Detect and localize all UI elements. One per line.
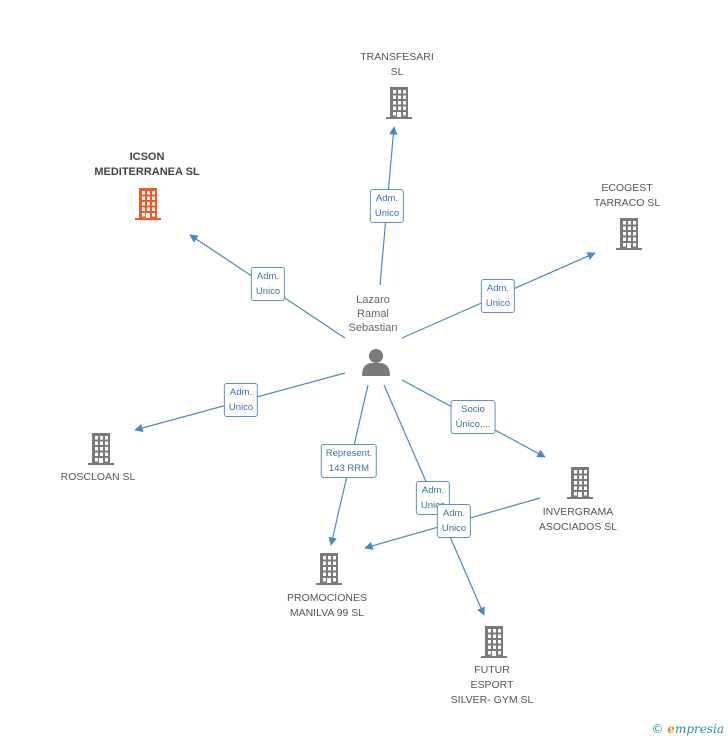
company-label-icson[interactable]: ICSON MEDITERRANEA SL bbox=[94, 150, 199, 180]
relation-label-line: Adm. bbox=[486, 283, 510, 294]
relation-label-line: Unico bbox=[374, 208, 400, 219]
relation-label-center-promociones[interactable]: Represent. 143 RRM bbox=[320, 444, 378, 478]
relation-label-line: Unico bbox=[441, 523, 467, 534]
company-label-ecogest[interactable]: ECOGEST TARRACO SL bbox=[594, 181, 660, 211]
person-name-line: Sebastian bbox=[348, 322, 398, 334]
copyright-symbol: © bbox=[651, 722, 664, 736]
company-name-line: ECOGEST bbox=[601, 182, 653, 194]
company-name-line: ROSCLOAN SL bbox=[60, 471, 136, 483]
company-name-line: SILVER- GYM SL bbox=[450, 694, 534, 706]
relation-label-center-transfesari[interactable]: Adm. Unico bbox=[369, 189, 405, 223]
company-name-line: PROMOCIONES bbox=[287, 592, 367, 604]
relation-label-line: Unico bbox=[485, 298, 511, 309]
company-label-invergrama[interactable]: INVERGRAMA ASOCIADOS SL bbox=[539, 505, 617, 535]
company-name-line: FUTUR bbox=[474, 664, 510, 676]
relation-label-line: Adm. bbox=[375, 193, 399, 204]
company-label-futur[interactable]: FUTUR ESPORT SILVER- GYM SL bbox=[451, 663, 534, 708]
company-name-line: TARRACO SL bbox=[593, 197, 661, 209]
company-name-line: MANILVA 99 SL bbox=[289, 607, 365, 619]
person-name-line: Lazaro bbox=[356, 294, 390, 306]
relation-label-line: Único,... bbox=[455, 419, 491, 430]
building-icon[interactable] bbox=[481, 626, 507, 658]
brand-footer[interactable]: © empresia bbox=[651, 722, 724, 736]
relation-label-center-icson[interactable]: Adm. Unico bbox=[250, 267, 286, 301]
building-icon[interactable] bbox=[135, 188, 161, 220]
relation-label-line: Unico bbox=[228, 402, 254, 413]
company-name-line: TRANSFESARI bbox=[360, 51, 434, 63]
building-icon[interactable] bbox=[386, 87, 412, 119]
company-name-line: ESPORT bbox=[470, 679, 514, 691]
relation-label-line: 143 RRM bbox=[328, 463, 370, 474]
company-label-promociones[interactable]: PROMOCIONES MANILVA 99 SL bbox=[287, 591, 367, 621]
company-name-line: ASOCIADOS SL bbox=[538, 521, 618, 533]
building-icon[interactable] bbox=[567, 467, 593, 499]
relation-label-center-roscloan[interactable]: Adm. Unico bbox=[223, 383, 259, 417]
relation-label-line: Unico bbox=[420, 500, 446, 511]
company-name-line: SL bbox=[390, 66, 404, 78]
node-icons bbox=[88, 87, 642, 658]
company-label-roscloan[interactable]: ROSCLOAN SL bbox=[61, 470, 136, 485]
relation-label-line: Socio bbox=[461, 404, 485, 415]
brand-logo-letter: e bbox=[667, 722, 675, 736]
relation-label-line: Adm. bbox=[256, 271, 280, 282]
relation-label-line: Adm. bbox=[229, 387, 253, 398]
relation-label-line: Adm. bbox=[421, 485, 445, 496]
building-icon[interactable] bbox=[316, 553, 342, 585]
relation-label-line: Represent. bbox=[325, 448, 373, 459]
company-name-line: INVERGRAMA bbox=[542, 506, 614, 518]
person-name-line: Ramal bbox=[357, 308, 389, 320]
relation-label-center-ecogest[interactable]: Adm. Unico bbox=[480, 279, 516, 313]
person-icon[interactable] bbox=[362, 349, 390, 376]
relation-label-line: Unico bbox=[255, 286, 281, 297]
company-name-line: ICSON bbox=[129, 151, 165, 163]
brand-name: mpresia bbox=[674, 722, 724, 736]
company-label-transfesari[interactable]: TRANSFESARI SL bbox=[360, 50, 434, 80]
company-name-line: MEDITERRANEA SL bbox=[94, 166, 200, 178]
building-icon[interactable] bbox=[88, 433, 114, 465]
building-icon[interactable] bbox=[616, 218, 642, 250]
relation-label-invergrama-promociones[interactable]: Adm. Unico bbox=[436, 504, 472, 538]
relation-label-line: Adm. bbox=[442, 508, 466, 519]
